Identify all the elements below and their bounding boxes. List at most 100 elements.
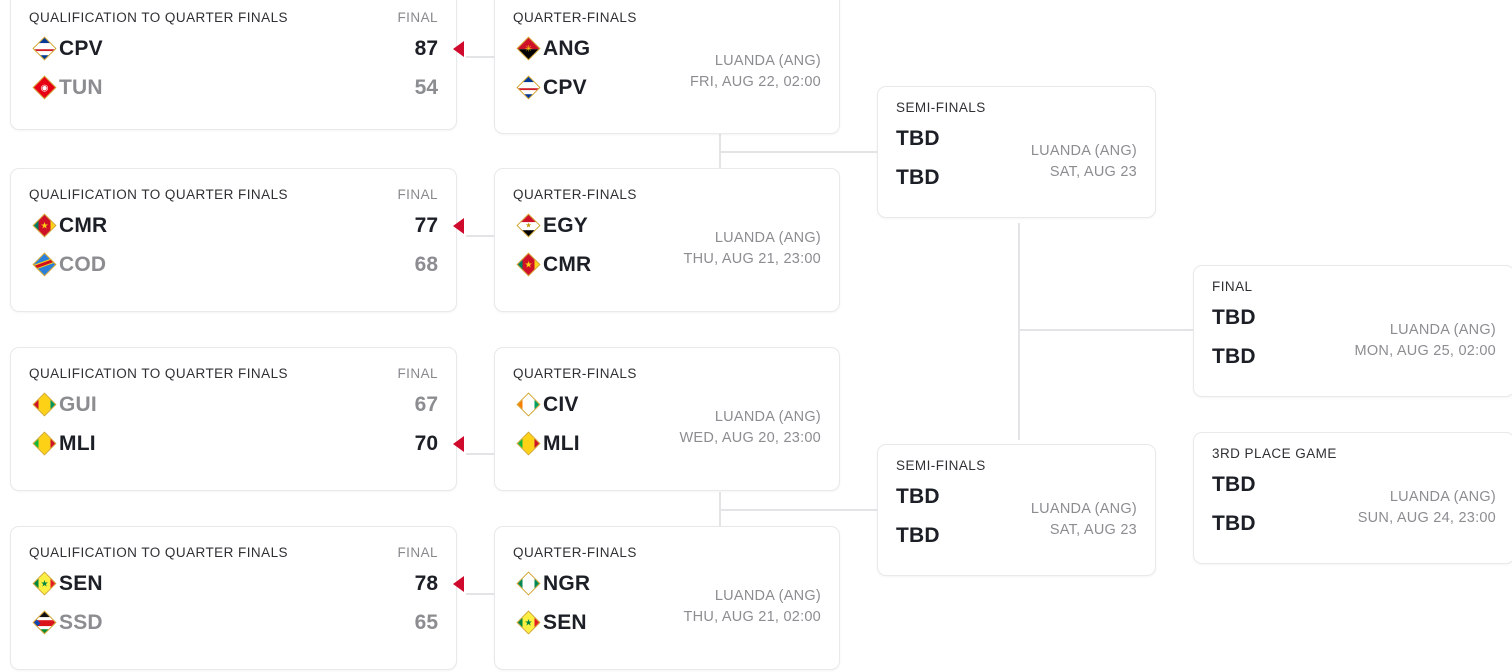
team-score: 87 <box>414 36 438 60</box>
card-header: 3RD PLACE GAME <box>1194 433 1512 461</box>
connector-qual4-qf4 <box>466 593 494 595</box>
team-row[interactable]: TBD <box>1212 465 1496 504</box>
match-meta: LUANDA (ANG) SAT, AUG 23 <box>1031 499 1137 541</box>
match-datetime: SAT, AUG 23 <box>1049 164 1137 180</box>
card-header: FINAL <box>1194 266 1512 294</box>
team-abbr: TBD <box>1212 472 1256 496</box>
connector-sf2-up <box>1018 330 1020 440</box>
team-row[interactable]: CPV 87 <box>29 29 464 68</box>
team-row[interactable]: ✳ ANG <box>513 29 821 68</box>
match-meta: LUANDA (ANG) THU, AUG 21, 23:00 <box>684 228 821 270</box>
team-score: 54 <box>414 75 438 99</box>
team-row[interactable]: ★ SEN <box>513 603 821 642</box>
qualification-match-1[interactable]: QUALIFICATION TO QUARTER FINALS FINAL CP… <box>10 0 464 130</box>
round-label: SEMI-FINALS <box>896 458 986 473</box>
qualification-match-4[interactable]: QUALIFICATION TO QUARTER FINALS FINAL ★ … <box>10 526 464 670</box>
team-row[interactable]: TBD <box>896 119 1137 158</box>
connector-qf2-up <box>719 152 721 182</box>
team-score: 77 <box>414 213 438 237</box>
match-meta: LUANDA (ANG) MON, AUG 25, 02:00 <box>1354 320 1496 362</box>
connector-sf1-down <box>1018 223 1020 330</box>
final-match[interactable]: FINAL TBD TBD LUANDA (ANG) MON, AUG 25, … <box>1193 265 1512 397</box>
qualification-match-3[interactable]: QUALIFICATION TO QUARTER FINALS FINAL GU… <box>10 347 464 491</box>
team-row[interactable]: ★ EGY <box>513 206 821 245</box>
match-venue: LUANDA (ANG) <box>1030 142 1137 159</box>
card-header: QUALIFICATION TO QUARTER FINALS FINAL <box>11 0 456 25</box>
card-body: TBD TBD LUANDA (ANG) MON, AUG 25, 02:00 <box>1194 294 1512 388</box>
card-body: NGR ★ SEN LUANDA (ANG) THU, AUG 21, 02:0… <box>495 560 839 654</box>
flag-nigeria-icon <box>513 571 543 596</box>
third-place-match[interactable]: 3RD PLACE GAME TBD TBD LUANDA (ANG) SUN,… <box>1193 432 1512 564</box>
semi-final-match-2[interactable]: SEMI-FINALS TBD TBD LUANDA (ANG) SAT, AU… <box>877 444 1156 576</box>
flag-angola-icon: ✳ <box>513 36 543 61</box>
team-row[interactable]: MLI <box>513 424 821 463</box>
team-row[interactable]: CIV <box>513 385 821 424</box>
flag-tunisia-icon: ◉ <box>29 75 59 100</box>
team-abbr: MLI <box>59 431 96 455</box>
round-label: QUARTER-FINALS <box>513 545 637 560</box>
quarter-final-match-2[interactable]: QUARTER-FINALS ★ EGY ★ CMR LUANDA (ANG) … <box>494 168 840 312</box>
connector-qf3-down <box>719 492 721 510</box>
team-abbr: TUN <box>59 75 103 99</box>
score-header: FINAL <box>397 10 438 25</box>
card-header: QUARTER-FINALS <box>495 527 839 560</box>
team-row[interactable]: MLI 70 <box>29 424 464 463</box>
flag-mali-icon <box>513 431 543 456</box>
round-label: FINAL <box>1212 279 1253 294</box>
card-header: QUARTER-FINALS <box>495 0 839 25</box>
team-abbr: CIV <box>543 392 579 416</box>
card-body: ★ CMR 77 COD 68 <box>11 202 464 296</box>
flag-senegal-icon: ★ <box>29 571 59 596</box>
team-row[interactable]: SSD 65 <box>29 603 438 642</box>
team-row[interactable]: TBD <box>896 477 1137 516</box>
card-header: SEMI-FINALS <box>878 445 1155 473</box>
semi-final-match-1[interactable]: SEMI-FINALS TBD TBD LUANDA (ANG) SAT, AU… <box>877 86 1156 218</box>
flag-senegal-icon: ★ <box>513 610 543 635</box>
team-row[interactable]: CPV <box>513 68 821 107</box>
team-abbr: EGY <box>543 213 588 237</box>
team-row[interactable]: NGR <box>513 564 821 603</box>
team-row[interactable]: TBD <box>1212 504 1496 543</box>
team-abbr: SEN <box>543 610 587 634</box>
team-abbr: TBD <box>1212 344 1256 368</box>
match-venue: LUANDA (ANG) <box>1389 488 1496 505</box>
team-row[interactable]: ★ CMR 77 <box>29 206 464 245</box>
flag-ivory-coast-icon <box>513 392 543 417</box>
team-row[interactable]: TBD <box>1212 337 1496 376</box>
team-row[interactable]: TBD <box>896 158 1137 197</box>
flag-south-sudan-icon <box>29 610 59 635</box>
team-score: 68 <box>414 252 438 276</box>
team-row[interactable]: COD 68 <box>29 245 438 284</box>
quarter-final-match-4[interactable]: QUARTER-FINALS NGR ★ SEN LUANDA (ANG) TH… <box>494 526 840 670</box>
card-body: GUI 67 MLI 70 <box>11 381 464 475</box>
match-venue: LUANDA (ANG) <box>714 52 821 69</box>
connector-sf2-in <box>719 509 878 511</box>
flag-cameroon-icon: ★ <box>513 252 543 277</box>
qualification-match-2[interactable]: QUALIFICATION TO QUARTER FINALS FINAL ★ … <box>10 168 464 312</box>
winner-arrow-icon <box>453 435 464 452</box>
team-row[interactable]: TBD <box>896 516 1137 555</box>
quarter-final-match-3[interactable]: QUARTER-FINALS CIV MLI LUANDA (ANG) WED,… <box>494 347 840 491</box>
team-row[interactable]: ★ CMR <box>513 245 821 284</box>
card-body: TBD TBD LUANDA (ANG) SUN, AUG 24, 23:00 <box>1194 461 1512 555</box>
card-body: CPV 87 ◉ TUN 54 <box>11 25 464 119</box>
flag-dr-congo-icon <box>29 252 59 277</box>
team-row[interactable]: TBD <box>1212 298 1496 337</box>
card-header: QUALIFICATION TO QUARTER FINALS FINAL <box>11 527 456 560</box>
team-abbr: TBD <box>896 126 940 150</box>
match-venue: LUANDA (ANG) <box>714 587 821 604</box>
card-body: TBD TBD LUANDA (ANG) SAT, AUG 23 <box>878 473 1155 567</box>
team-row[interactable]: ★ SEN 78 <box>29 564 464 603</box>
quarter-final-match-1[interactable]: QUARTER-FINALS ✳ ANG CPV LUANDA (ANG) FR… <box>494 0 840 134</box>
team-row[interactable]: ◉ TUN 54 <box>29 68 438 107</box>
match-meta: LUANDA (ANG) FRI, AUG 22, 02:00 <box>690 51 821 93</box>
connector-qual2-qf2 <box>466 235 494 237</box>
match-datetime: SUN, AUG 24, 23:00 <box>1357 510 1496 526</box>
team-abbr: TBD <box>896 484 940 508</box>
card-header: SEMI-FINALS <box>878 87 1155 115</box>
team-abbr: TBD <box>1212 305 1256 329</box>
team-row[interactable]: GUI 67 <box>29 385 438 424</box>
match-datetime: THU, AUG 21, 02:00 <box>683 609 821 625</box>
round-label: SEMI-FINALS <box>896 100 986 115</box>
